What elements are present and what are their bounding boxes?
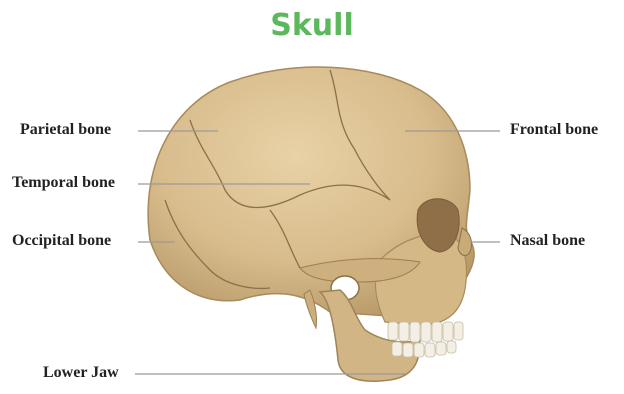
label-frontal-bone: Frontal bone [510, 121, 598, 139]
label-nasal-bone: Nasal bone [510, 232, 585, 250]
label-lower-jaw: Lower Jaw [43, 364, 119, 382]
label-occipital-bone: Occipital bone [12, 232, 111, 250]
label-temporal-bone: Temporal bone [12, 174, 115, 192]
teeth-group [388, 322, 463, 357]
label-parietal-bone: Parietal bone [20, 121, 111, 139]
